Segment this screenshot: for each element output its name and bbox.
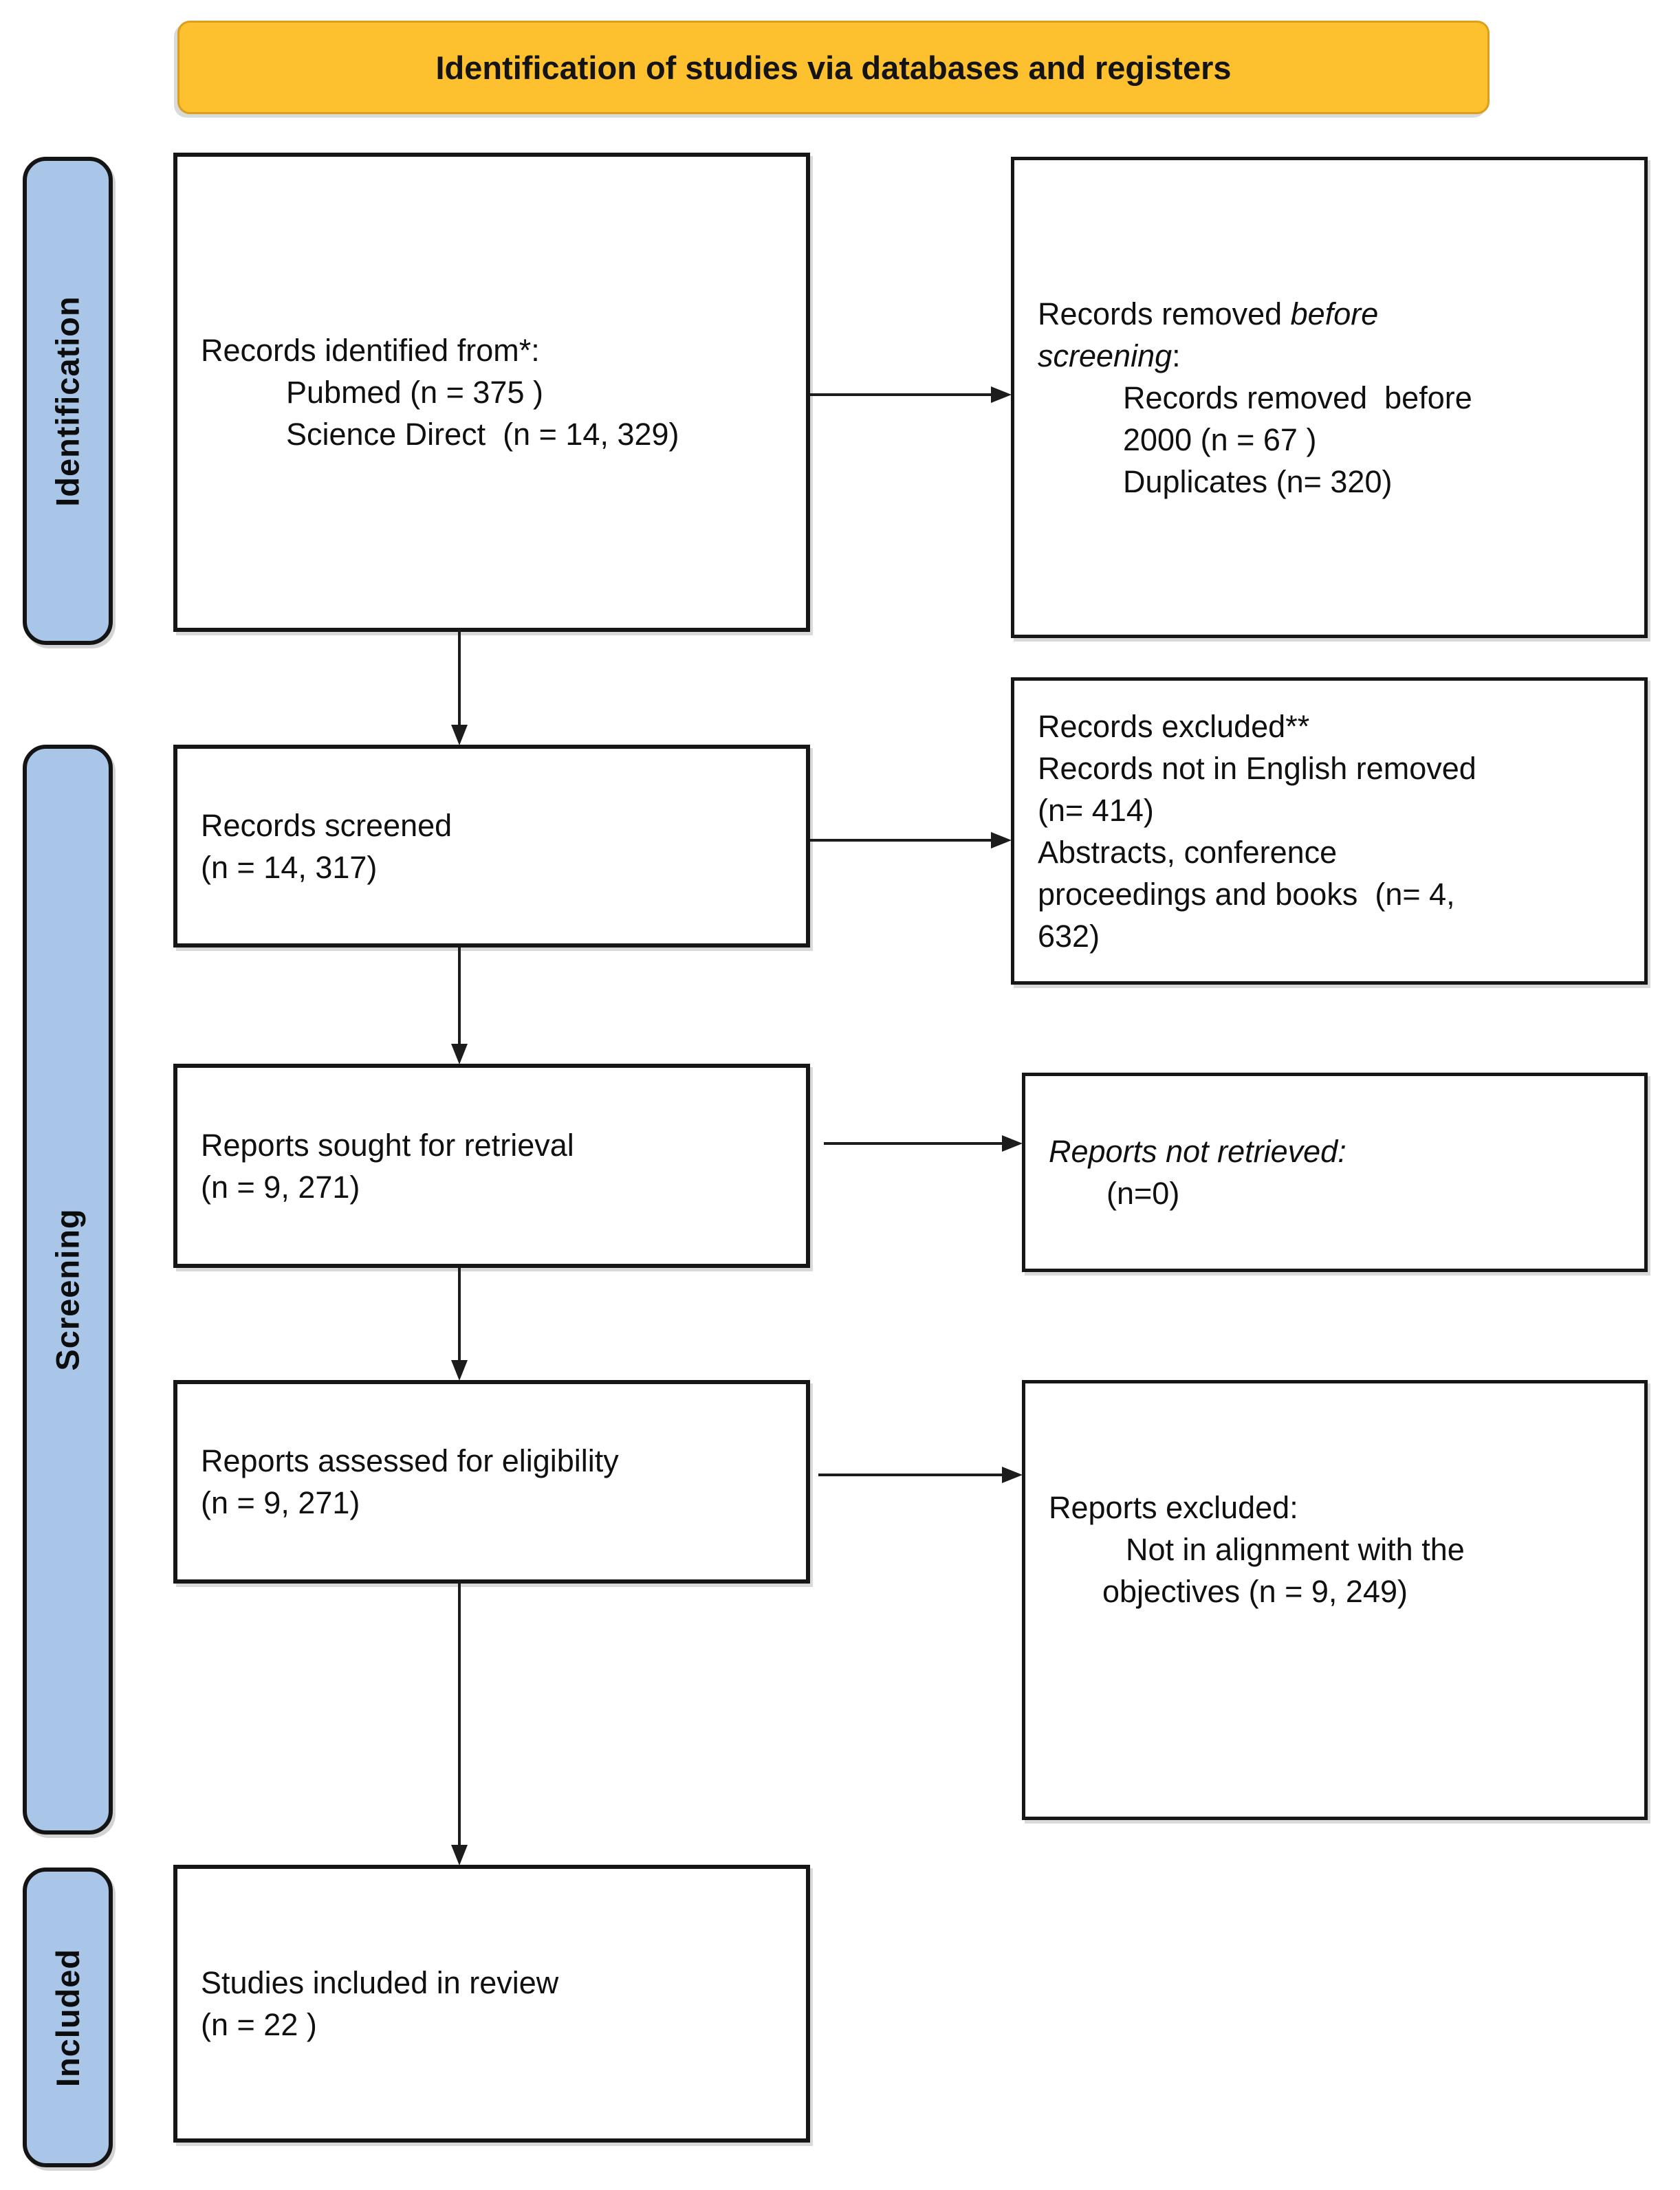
- reports-sought-count: (n = 9, 271): [201, 1169, 360, 1205]
- reports-assessed-label: Reports assessed for eligibility: [201, 1443, 619, 1478]
- studies-included-count: (n = 22 ): [201, 2007, 317, 2042]
- records-identified-heading: Records identified from*:: [201, 333, 540, 368]
- arrow-assessed-to-reports-excluded: [818, 1474, 1003, 1476]
- records-excluded-abstracts-count: 632): [1038, 918, 1100, 954]
- title-banner: Identification of studies via databases …: [177, 21, 1490, 114]
- records-removed-duplicates: Duplicates (n= 320): [1123, 463, 1393, 499]
- box-reports-assessed: Reports assessed for eligibility (n = 9,…: [173, 1380, 810, 1584]
- sidebar-identification: Identification: [23, 157, 113, 645]
- sidebar-identification-label: Identification: [50, 295, 87, 507]
- records-removed-before-2000-line2: 2000 (n = 67 ): [1123, 421, 1317, 457]
- arrow-sought-to-assessed: [458, 1268, 461, 1361]
- sidebar-screening-label: Screening: [50, 1208, 86, 1371]
- box-records-removed-before-screening: Records removed before screening: Record…: [1011, 157, 1648, 638]
- reports-excluded-reason-line2: objectives (n = 9, 249): [1102, 1574, 1408, 1609]
- arrow-screened-to-excluded: [810, 839, 992, 842]
- box-reports-not-retrieved: Reports not retrieved: (n=0): [1022, 1073, 1648, 1272]
- records-removed-before-2000-line1: Records removed before: [1123, 380, 1472, 415]
- reports-not-retrieved-label: Reports not retrieved:: [1049, 1134, 1346, 1169]
- reports-excluded-heading: Reports excluded:: [1049, 1490, 1298, 1525]
- arrow-assessed-to-included: [458, 1584, 461, 1846]
- records-excluded-heading: Records excluded**: [1038, 708, 1310, 744]
- reports-sought-label: Reports sought for retrieval: [201, 1127, 574, 1163]
- records-excluded-english-count: (n= 414): [1038, 792, 1154, 828]
- records-screened-label: Records screened: [201, 807, 452, 843]
- sidebar-included: Included: [23, 1868, 113, 2167]
- arrow-identified-to-removed: [810, 393, 992, 396]
- arrow-sought-to-not-retrieved: [824, 1142, 1003, 1145]
- records-excluded-abstracts-line2: proceedings and books (n= 4,: [1038, 876, 1455, 912]
- records-excluded-english-line1: Records not in English removed: [1038, 750, 1476, 786]
- box-records-screened: Records screened (n = 14, 317): [173, 745, 810, 948]
- sidebar-screening: Screening: [23, 745, 113, 1835]
- box-records-excluded: Records excluded** Records not in Englis…: [1011, 677, 1648, 985]
- studies-included-label: Studies included in review: [201, 1965, 559, 2000]
- page-title: Identification of studies via databases …: [435, 49, 1232, 86]
- records-excluded-abstracts-line1: Abstracts, conference: [1038, 834, 1338, 870]
- reports-not-retrieved-count: (n=0): [1106, 1176, 1180, 1211]
- sidebar-included-label: Included: [50, 1948, 87, 2087]
- records-screened-count: (n = 14, 317): [201, 849, 378, 885]
- records-identified-pubmed: Pubmed (n = 375 ): [286, 375, 543, 410]
- records-removed-heading-line1: Records removed before: [1038, 296, 1379, 331]
- box-reports-sought: Reports sought for retrieval (n = 9, 271…: [173, 1064, 810, 1268]
- reports-assessed-count: (n = 9, 271): [201, 1485, 360, 1520]
- reports-excluded-reason-line1: Not in alignment with the: [1126, 1532, 1465, 1567]
- arrow-identified-to-screened: [458, 630, 461, 726]
- records-identified-sciencedirect: Science Direct (n = 14, 329): [286, 417, 679, 452]
- box-studies-included: Studies included in review (n = 22 ): [173, 1865, 810, 2143]
- arrow-screened-to-sought: [458, 948, 461, 1045]
- box-reports-excluded: Reports excluded: Not in alignment with …: [1022, 1380, 1648, 1820]
- box-records-identified: Records identified from*: Pubmed (n = 37…: [173, 153, 810, 632]
- records-removed-heading-line2: screening:: [1038, 338, 1181, 373]
